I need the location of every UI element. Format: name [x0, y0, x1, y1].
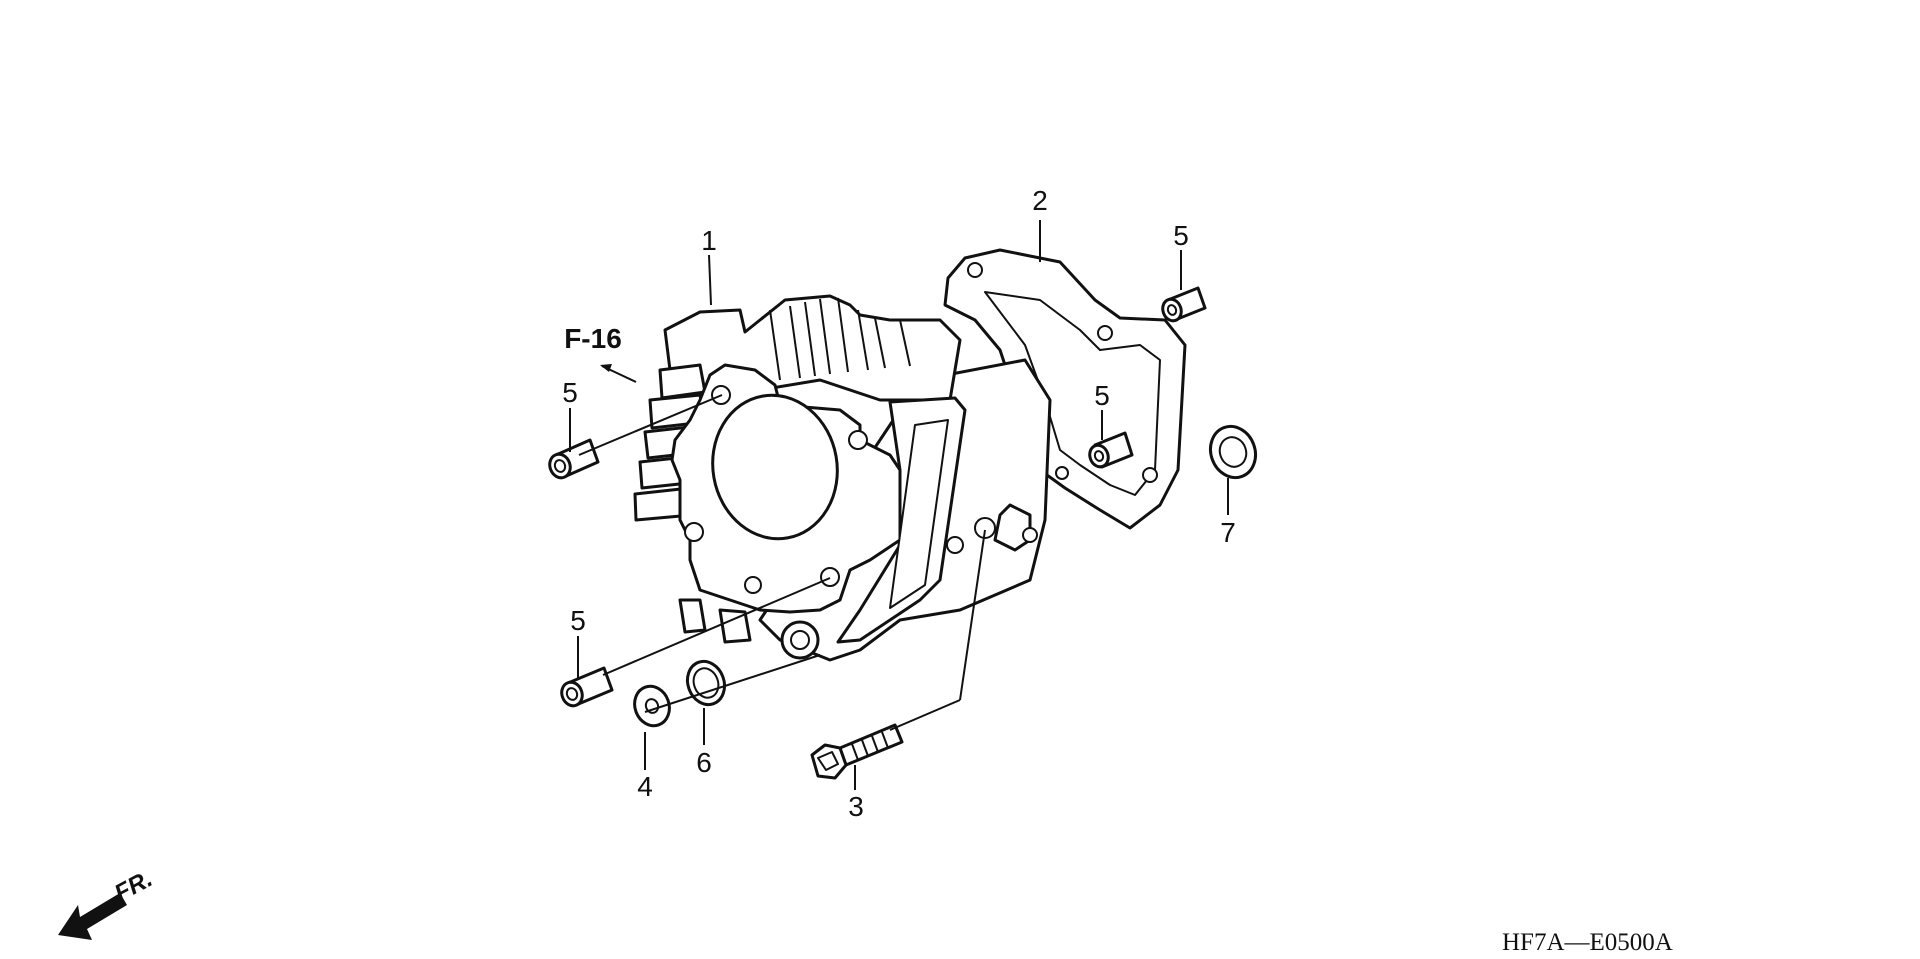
callout-6: 6 [696, 747, 712, 778]
o-ring [685, 659, 727, 707]
callout-5-middle-right: 5 [1094, 380, 1110, 411]
flange-bolt [810, 723, 904, 780]
dowel-pin-upper-left [548, 438, 600, 480]
reference-label: F-16 [564, 323, 622, 354]
callout-5-top-right: 5 [1173, 220, 1189, 251]
leader-lines [569, 220, 1229, 790]
dowel-pin-upper-right [1161, 286, 1207, 323]
callout-2: 2 [1032, 185, 1048, 216]
callout-labels: 1 2 5 5 5 7 5 4 6 3 [562, 185, 1236, 822]
callout-1: 1 [701, 225, 717, 256]
callout-3: 3 [848, 791, 864, 822]
dowel-pin-lower-left [560, 666, 614, 708]
callout-7: 7 [1220, 517, 1236, 548]
callout-5-upper-left: 5 [562, 377, 578, 408]
callout-5-lower-left: 5 [570, 605, 586, 636]
diagram-code: HF7A—E0500A [1502, 929, 1673, 956]
cylinder [633, 294, 1052, 662]
dowel-pin-middle-right [1088, 431, 1134, 469]
front-direction-arrow: FR. [58, 865, 157, 940]
oil-seal [1208, 424, 1258, 480]
callout-4: 4 [637, 771, 653, 802]
washer [633, 684, 671, 728]
